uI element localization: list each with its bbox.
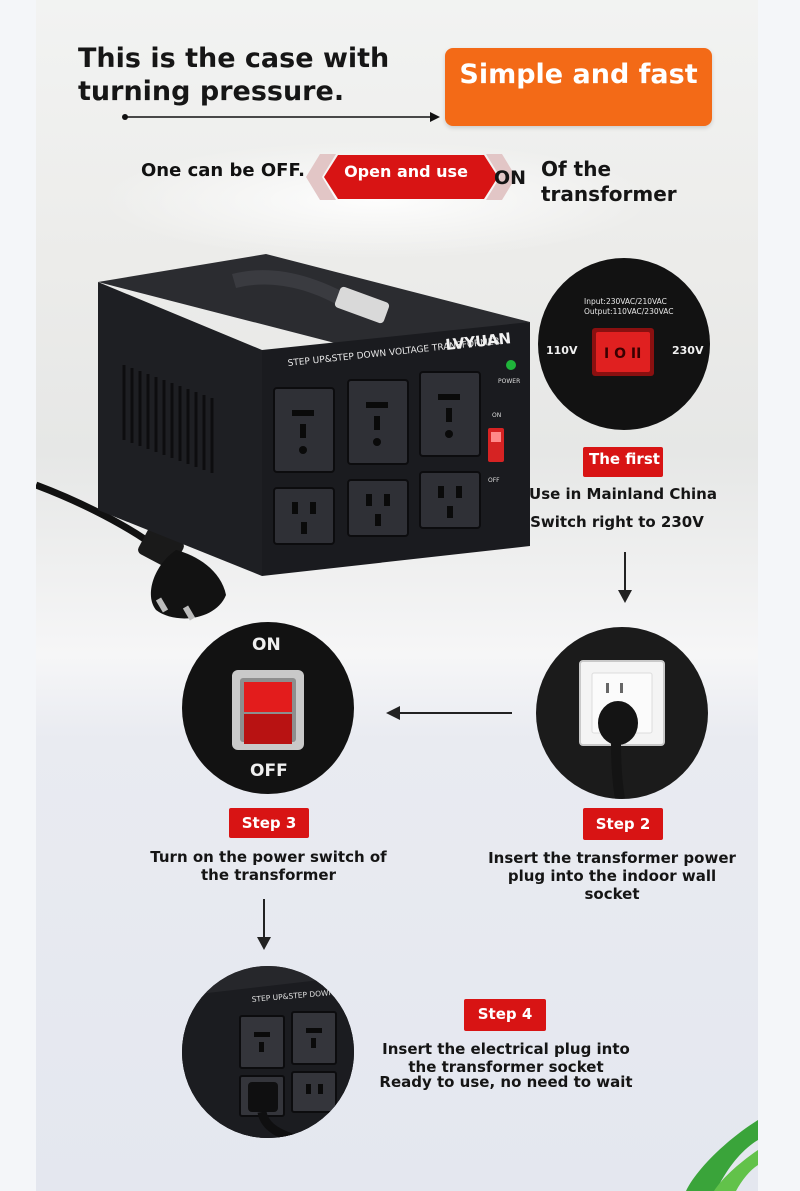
product-switch-off: OFF — [488, 477, 500, 484]
on-label: ON — [494, 167, 527, 189]
tag-step-2: Step 2 — [583, 808, 663, 840]
open-ribbon-icon — [306, 154, 516, 200]
mainland-china-text: Use in Mainland China — [529, 485, 717, 503]
transformer-product-image: STEP UP&STEP DOWN VOLTAGE TRANSFORMER LV… — [36, 254, 530, 621]
tag-the-first: The first — [583, 447, 663, 477]
tag-step-4: Step 4 — [464, 999, 546, 1031]
wall-socket-image — [536, 627, 708, 799]
instruction-poster: This is the case with turning pressure. … — [36, 0, 758, 1191]
volt-230: 230V — [672, 344, 704, 357]
right-margin — [758, 0, 800, 1191]
plugged-transformer-image: STEP UP&STEP DOWN — [182, 966, 354, 1138]
switch-230-text: Switch right to 230V — [530, 513, 704, 531]
step4-text: Insert the electrical plug into the tran… — [382, 1040, 630, 1076]
input-label: Input:230VAC/210VAC — [584, 297, 667, 306]
step3-text: Turn on the power switch of the transfor… — [150, 848, 387, 884]
power-label: POWER — [498, 378, 520, 385]
of-transformer-text: Of the transformer — [541, 157, 677, 206]
ready-to-use-text: Ready to use, no need to wait — [379, 1073, 633, 1091]
left-margin — [0, 0, 36, 1191]
headline-arrow-icon — [122, 112, 440, 122]
volt-110: 110V — [546, 344, 578, 357]
switch-on-label: ON — [252, 635, 281, 655]
open-and-use-label: Open and use — [344, 162, 468, 181]
simple-fast-badge: Simple and fast — [445, 48, 712, 126]
down-arrow-icon — [618, 552, 632, 603]
product-switch-on: ON — [492, 412, 501, 419]
power-switch-image: ON OFF — [182, 622, 354, 794]
switch-off-label: OFF — [250, 761, 288, 781]
left-arrow-icon — [386, 706, 512, 720]
headline: This is the case with turning pressure. — [78, 43, 390, 107]
leaf-decoration-icon — [686, 1120, 758, 1191]
voltage-switch-image: Input:230VAC/210VAC Output:110VAC/230VAC… — [538, 258, 710, 430]
down-arrow-icon — [257, 899, 271, 950]
off-text: One can be OFF. — [141, 160, 305, 181]
tag-step-3: Step 3 — [229, 808, 309, 838]
svg-text:I O II: I O II — [604, 346, 641, 362]
step2-text: Insert the transformer power plug into t… — [488, 849, 736, 903]
output-label: Output:110VAC/230VAC — [584, 307, 674, 316]
